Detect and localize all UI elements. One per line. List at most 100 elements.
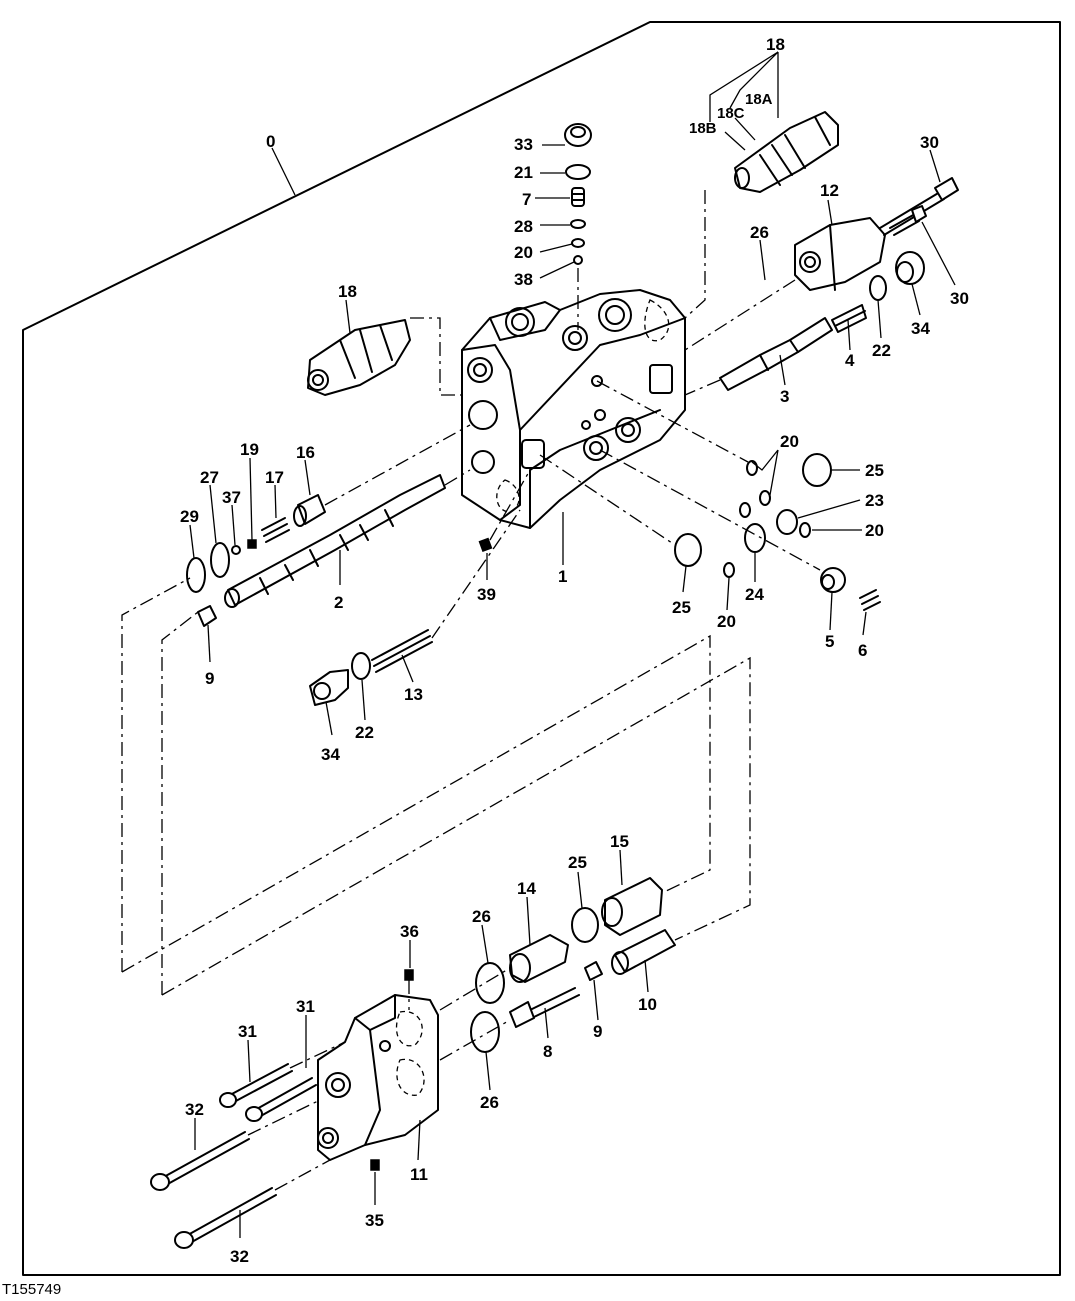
relief-valve-part-18-left <box>307 319 411 396</box>
leader-30b <box>921 221 956 286</box>
assembly-frame <box>22 21 1061 1276</box>
callout-9-left: 9 <box>205 669 214 688</box>
callout-4: 4 <box>845 351 855 370</box>
leader-38 <box>539 261 575 279</box>
callout-30-upper: 30 <box>920 133 939 152</box>
leader-14 <box>526 896 531 946</box>
oring-part-20-b1 <box>746 460 758 476</box>
callout-1: 1 <box>558 567 567 586</box>
leader-26l <box>485 1051 491 1091</box>
clip-part-9-lower <box>584 961 603 981</box>
oring-part-20-low <box>723 562 735 578</box>
callout-5: 5 <box>825 632 834 651</box>
bolt-part-30-lower <box>889 205 927 236</box>
leader-37 <box>231 504 236 546</box>
callout-26-upper: 26 <box>472 907 491 926</box>
callout-18-left: 18 <box>338 282 357 301</box>
callout-34-left: 34 <box>321 745 340 764</box>
stopper-part-8 <box>509 987 580 1028</box>
callout-22-left: 22 <box>355 723 374 742</box>
callout-36: 36 <box>400 922 419 941</box>
centerline-39 <box>489 469 531 541</box>
oring-part-20-right <box>799 522 811 538</box>
callout-22-right: 22 <box>872 341 891 360</box>
oring-part-20-top <box>571 238 585 248</box>
spring-part-13 <box>371 629 433 673</box>
relief-valve-part-18-upper <box>734 111 839 193</box>
leader-20a <box>751 449 779 496</box>
oring-part-26-lower <box>470 1011 500 1053</box>
leader-20low <box>726 577 730 611</box>
leader-6 <box>862 611 867 636</box>
callout-18B: 18B <box>689 120 717 137</box>
sleeve-part-16 <box>293 494 326 527</box>
leader-10 <box>644 959 649 993</box>
leader-18top <box>709 51 779 122</box>
leader-26u <box>481 924 489 964</box>
part-35 <box>370 1159 380 1171</box>
callout-14: 14 <box>517 879 536 898</box>
callout-25-lower: 25 <box>568 853 587 872</box>
callout-21: 21 <box>514 163 533 182</box>
oring-part-25-lower <box>571 907 599 943</box>
callout-16: 16 <box>296 443 315 462</box>
callout-9-lower: 9 <box>593 1022 602 1041</box>
centerline-25 <box>539 454 676 546</box>
leader-34r <box>911 283 921 316</box>
leader-27 <box>209 484 217 544</box>
leader-34l <box>325 701 333 736</box>
callout-2: 2 <box>334 593 343 612</box>
callout-6: 6 <box>858 641 867 660</box>
oring-part-21 <box>565 164 591 180</box>
callout-26-top: 26 <box>750 223 769 242</box>
callout-26-lower: 26 <box>480 1093 499 1112</box>
callout-25-right: 25 <box>865 461 884 480</box>
leader-9l <box>207 624 211 663</box>
leader-11 <box>417 1119 421 1161</box>
leader-18left <box>345 299 351 334</box>
callout-10: 10 <box>638 995 657 1014</box>
ball-part-38 <box>573 255 583 265</box>
oring-part-20-b2 <box>759 490 771 506</box>
centerline-left-frame <box>121 577 191 972</box>
snap-ring-part-29 <box>186 557 206 593</box>
leader-13 <box>401 654 414 683</box>
leader-22l <box>361 679 366 721</box>
leader-23 <box>797 499 861 519</box>
callout-20-right: 20 <box>865 521 884 540</box>
callout-3: 3 <box>780 387 789 406</box>
leader-30a <box>929 149 941 183</box>
callout-33: 33 <box>514 135 533 154</box>
part-39 <box>478 537 493 553</box>
leader-4 <box>847 319 851 351</box>
centerline-13 <box>431 509 521 639</box>
oring-part-23 <box>776 509 798 535</box>
callout-8: 8 <box>543 1042 552 1061</box>
centerline-cover-2 <box>439 1019 511 1061</box>
callout-34-right: 34 <box>911 319 930 338</box>
leader-5 <box>829 591 833 631</box>
callout-11: 11 <box>410 1165 428 1184</box>
centerline-bolts-2 <box>247 1099 321 1136</box>
callout-23: 23 <box>865 491 884 510</box>
centerline-18-left <box>410 317 462 396</box>
callout-15: 15 <box>610 832 629 851</box>
leader-15 <box>619 849 623 886</box>
plug-part-34-left <box>309 669 349 706</box>
callout-7: 7 <box>522 190 531 209</box>
cap-part-15 <box>601 877 663 936</box>
callout-29: 29 <box>180 507 199 526</box>
leader-16 <box>304 459 311 496</box>
spring-part-10 <box>611 929 676 975</box>
centerline-diag-1 <box>121 634 711 973</box>
fitting-part-5 <box>820 567 846 593</box>
callout-35: 35 <box>365 1211 384 1230</box>
centerline-left-frame-2 <box>161 611 199 995</box>
callout-37: 37 <box>222 488 241 507</box>
cover-part-12 <box>794 217 886 291</box>
oring-part-26-upper <box>475 962 505 1004</box>
part-19 <box>247 539 257 549</box>
callout-31-a: 31 <box>238 1022 257 1041</box>
